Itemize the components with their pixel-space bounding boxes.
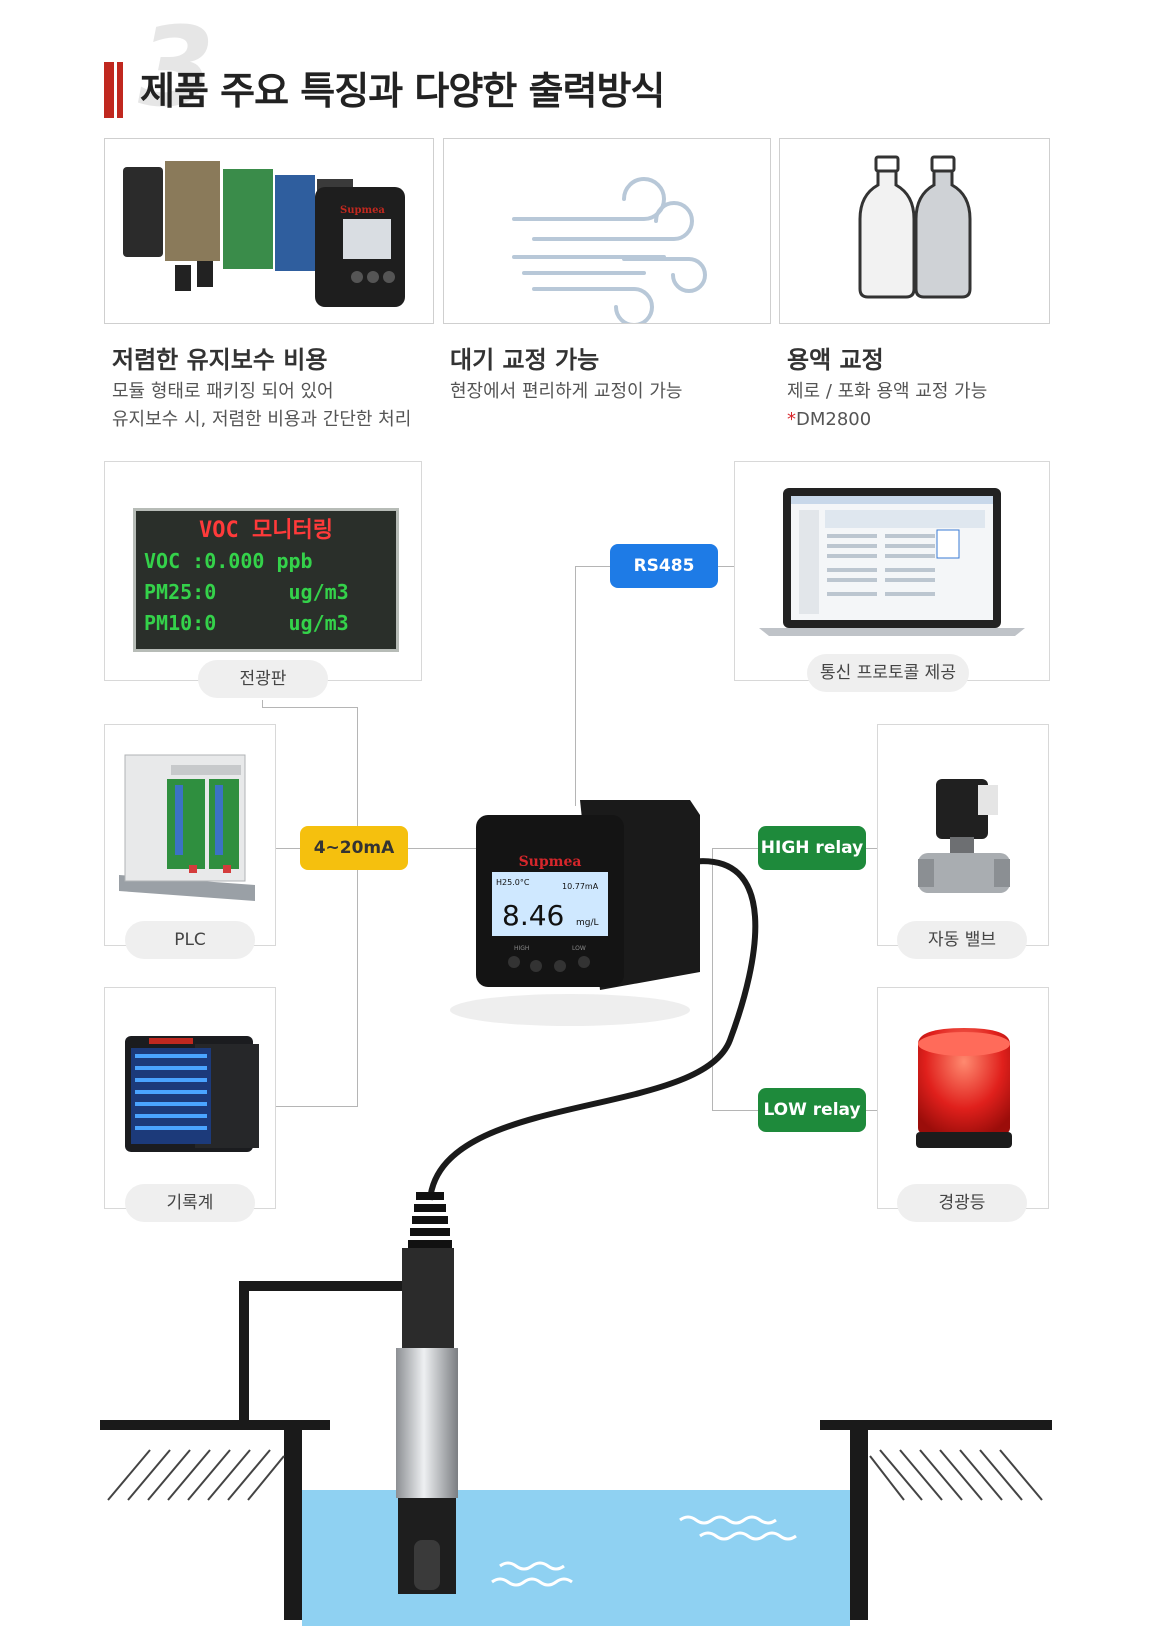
laptop-icon [759,488,1025,636]
ground-hatch-left [107,1449,285,1501]
solenoid-valve-icon [918,779,1010,893]
page-title: 제품 주요 특징과 다양한 출력방식 [140,69,665,113]
low-relay-badge: LOW relay [758,1088,866,1132]
led-line-1: VOC 모니터링 [199,518,333,543]
module-brand-text: Supmea [340,205,385,216]
controller-shadow [450,994,690,1026]
controller-high-label: HIGH [514,945,529,952]
tank-wall-right [850,1420,868,1620]
high-relay-badge: HIGH relay [758,826,866,870]
water [302,1490,850,1626]
feature-3-desc: 제로 / 포화 용액 교정 가능 *DM2800 [787,378,987,434]
plc-icon [119,754,255,901]
feature-2-title: 대기 교정 가능 [450,346,600,374]
connector [712,848,713,1110]
sensor-head [402,1248,454,1348]
feature-1-title: 저렴한 유지보수 비용 [112,346,328,374]
note-model: DM2800 [796,409,872,430]
module-explode-illustration: Supmea [123,161,405,307]
beacon-box [877,987,1049,1209]
controller-temp: H25.0°C [496,878,530,887]
connector [262,700,263,708]
recorder-box [104,987,276,1209]
led-line-4: PM10:0 ug/m3 [144,611,349,635]
beacon-label: 경광등 [897,1184,1027,1222]
water-ripples [491,1515,797,1587]
sensor-body [396,1348,458,1498]
analog-output-badge: 4~20mA [300,826,408,870]
controller-unit: mg/L [576,918,599,928]
controller-brand: Supmea [519,854,582,870]
led-line-2: VOC :0.000 ppb [144,549,313,573]
feature-image-bottles [779,138,1050,324]
wind-icon [512,177,707,327]
rs485-badge: RS485 [610,544,718,588]
connector [262,707,358,708]
controller-buttons [508,956,590,972]
connector [575,566,576,806]
recorder-label: 기록계 [125,1184,255,1222]
controller-low-label: LOW [572,945,586,952]
feature-3-note: *DM2800 [787,406,987,434]
recorder-icon [125,1036,259,1152]
ground-right [820,1420,1052,1430]
note-asterisk: * [787,409,796,430]
feature-image-module: Supmea [104,138,434,324]
feature-3-title: 용액 교정 [787,346,884,374]
display-board-box: VOC 모니터링 VOC :0.000 ppb PM25:0 ug/m3 PM1… [104,461,422,681]
plc-box [104,724,276,946]
valve-label: 자동 밸브 [897,921,1027,959]
warning-light-icon [916,1028,1012,1148]
connector [275,1106,358,1107]
valve-box [877,724,1049,946]
bottles-icon [858,155,972,299]
connector [357,707,358,1107]
led-panel: VOC 모니터링 VOC :0.000 ppb PM25:0 ug/m3 PM1… [133,508,399,652]
feature-3-desc-line-1: 제로 / 포화 용액 교정 가능 [787,381,988,402]
section-number: 3 [138,3,215,131]
controller-current: 10.77mA [562,882,599,891]
controller-reading: 8.46 [502,899,564,932]
plc-label: PLC [125,921,255,959]
connector [712,566,732,567]
cable-strain-relief [408,1192,452,1248]
feature-1-desc: 모듈 형태로 패키징 되어 있어 유지보수 시, 저렴한 비용과 간단한 처리 [112,378,411,434]
ground-left [100,1420,330,1430]
title-accent-bar-2 [117,62,123,118]
protocol-box [734,461,1050,681]
feature-2-desc-line-1: 현장에서 편리하게 교정이 가능 [450,381,683,402]
controller-screen [492,872,608,936]
protocol-label: 통신 프로토콜 제공 [807,654,969,692]
sensor-mount-bracket [239,1281,404,1420]
sensor-cable [427,858,759,1201]
feature-1-desc-line-1: 모듈 형태로 패키징 되어 있어 [112,381,334,402]
feature-image-wind [443,138,771,327]
tank-wall-left [284,1420,302,1620]
led-line-3: PM25:0 ug/m3 [144,580,349,604]
feature-1-desc-line-2: 유지보수 시, 저렴한 비용과 간단한 처리 [112,409,412,430]
title-accent-bar [104,62,114,118]
display-board-label: 전광판 [198,660,328,698]
feature-2-desc: 현장에서 편리하게 교정이 가능 [450,378,682,406]
ground-hatch-right [869,1449,1043,1501]
